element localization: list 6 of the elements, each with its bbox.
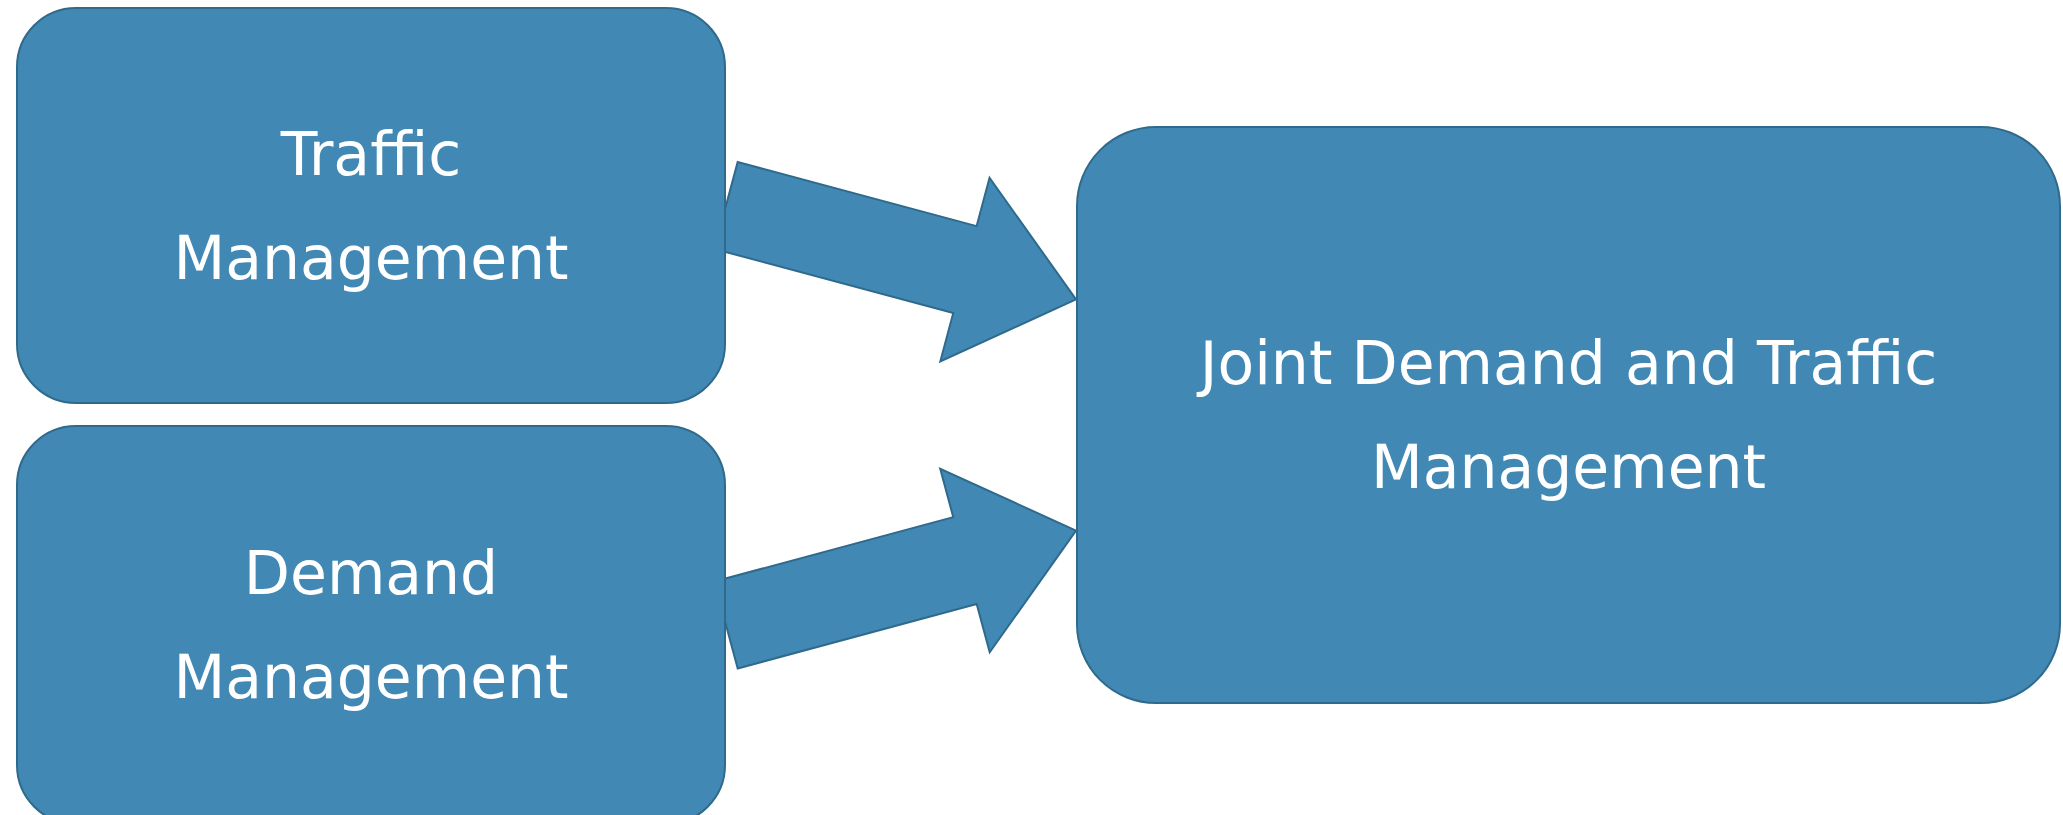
box-label: Traffic Management	[172, 117, 570, 295]
box-label: Joint Demand and Traffic Management	[1198, 311, 1939, 519]
rounded-box	[16, 7, 726, 404]
rounded-box	[16, 425, 726, 815]
rounded-box	[1076, 126, 2061, 704]
box-label: Demand Management	[172, 537, 570, 714]
